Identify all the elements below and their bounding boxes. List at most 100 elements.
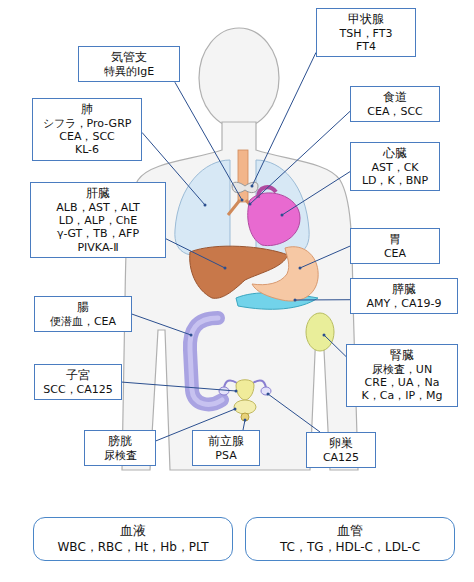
leader-line: [252, 52, 316, 186]
callout-box: 腎臓尿検査，UN CRE，UA，Na K，Ca，IP，Mg: [346, 344, 458, 407]
leader-line: [324, 335, 346, 357]
organ-heading: 腸: [41, 300, 125, 315]
leader-line: [243, 420, 245, 430]
organ-heading: 血液: [44, 523, 222, 540]
panel-box: 血液WBC，RBC，Ht，Hb，PLT: [33, 517, 233, 561]
callout-box: 食道CEA，SCC: [350, 86, 440, 122]
organ-heading: 子宮: [41, 368, 115, 383]
text-line: LD，ALP，ChE: [37, 214, 159, 227]
callout-box: 胃CEA: [350, 228, 440, 264]
callout-box: 心臓AST，CK LD，K，BNP: [350, 142, 440, 191]
test-list: SCC，CA125: [41, 383, 115, 396]
text-line: シフラ，Pro-GRP: [39, 117, 135, 130]
leader-end: [299, 267, 302, 270]
text-line: CEA: [357, 247, 433, 260]
text-line: 膵臓: [357, 282, 451, 297]
text-line: PSA: [199, 449, 253, 462]
leader-line: [282, 172, 350, 215]
organ-heading: 甲状腺: [323, 12, 409, 27]
organ-heading: 胃: [357, 232, 433, 247]
leader-end: [251, 185, 254, 188]
organ-heading: 卵巣: [313, 436, 369, 451]
text-line: 膀胱: [91, 434, 149, 449]
body-outline: [122, 122, 358, 470]
callout-box: 前立腺PSA: [192, 430, 260, 466]
lung-left: [175, 160, 230, 256]
text-line: CA125: [313, 451, 369, 464]
test-list: シフラ，Pro-GRP CEA，SCC KL-6: [39, 117, 135, 157]
text-line: 血液: [44, 523, 222, 540]
test-list: 尿検査，UN CRE，UA，Na K，Ca，IP，Mg: [353, 363, 451, 403]
text-line: 甲状腺: [323, 12, 409, 27]
leader-line: [122, 382, 236, 391]
text-line: 卵巣: [313, 436, 369, 451]
organ-heading: 心臓: [357, 146, 433, 161]
panel-box: 血管TC，TG，HDL-C，LDL-C: [245, 517, 455, 561]
text-line: PIVKA-Ⅱ: [37, 241, 159, 254]
stomach: [252, 247, 318, 301]
test-list: AST，CK LD，K，BNP: [357, 161, 433, 187]
heart: [248, 193, 300, 246]
kidney: [306, 313, 334, 351]
organ-heading: 肝臓: [37, 186, 159, 201]
test-list: AMY，CA19-9: [357, 297, 451, 310]
organ-heading: 前立腺: [199, 434, 253, 449]
leader-line: [132, 314, 191, 335]
leader-line: [268, 394, 320, 432]
organ-heading: 気管支: [85, 50, 173, 65]
text-line: 尿検査: [91, 449, 149, 462]
text-line: 腎臓: [353, 348, 451, 363]
leader-end: [224, 267, 227, 270]
text-line: AMY，CA19-9: [357, 297, 451, 310]
leader-end: [294, 299, 297, 302]
organ-heading: 腎臓: [353, 348, 451, 363]
colon: [190, 318, 222, 404]
leader-end: [241, 199, 244, 202]
callout-box: 腸便潜血，CEA: [34, 296, 132, 332]
text-line: FT4: [323, 40, 409, 53]
test-list: TC，TG，HDL-C，LDL-C: [256, 540, 444, 556]
callout-box: 甲状腺TSH，FT3 FT4: [316, 8, 416, 57]
text-line: AST，CK: [357, 161, 433, 174]
leader-end: [190, 334, 193, 337]
text-line: 気管支: [85, 50, 173, 65]
leader-line: [295, 299, 350, 300]
thyroid: [232, 182, 258, 192]
uterus: [236, 380, 254, 400]
organ-heading: 肺: [39, 102, 135, 117]
text-line: 子宮: [41, 368, 115, 383]
bladder: [234, 400, 256, 414]
text-line: 血管: [256, 523, 444, 540]
leader-end: [281, 214, 284, 217]
test-list: PSA: [199, 449, 253, 462]
text-line: CRE，UA，Na: [353, 376, 451, 389]
callout-box: 膵臓AMY，CA19-9: [350, 278, 458, 314]
text-line: 肺: [39, 102, 135, 117]
text-line: TC，TG，HDL-C，LDL-C: [256, 540, 444, 556]
organ-heading: 血管: [256, 523, 444, 540]
leader-end: [234, 408, 237, 411]
organ-heading: 膵臓: [357, 282, 451, 297]
callout-box: 気管支特異的IgE: [78, 46, 180, 82]
callout-box: 卵巣CA125: [306, 432, 376, 468]
test-list: 便潜血，CEA: [41, 315, 125, 328]
text-line: 腸: [41, 300, 125, 315]
text-line: CEA，SCC: [357, 105, 433, 118]
ovary-left: [219, 387, 229, 395]
trachea: [238, 150, 248, 202]
text-line: KL-6: [39, 143, 135, 156]
test-list: CEA: [357, 247, 433, 260]
text-line: WBC，RBC，Ht，Hb，PLT: [44, 540, 222, 556]
leader-line: [300, 246, 350, 268]
text-line: 肝臓: [37, 186, 159, 201]
text-line: TSH，FT3: [323, 27, 409, 40]
leader-end: [323, 334, 326, 337]
text-line: 特異的IgE: [85, 65, 173, 78]
text-line: 尿検査，UN: [353, 363, 451, 376]
organ-heading: 膀胱: [91, 434, 149, 449]
text-line: 便潜血，CEA: [41, 315, 125, 328]
text-line: 心臓: [357, 146, 433, 161]
text-line: SCC，CA125: [41, 383, 115, 396]
test-list: CEA，SCC: [357, 105, 433, 118]
